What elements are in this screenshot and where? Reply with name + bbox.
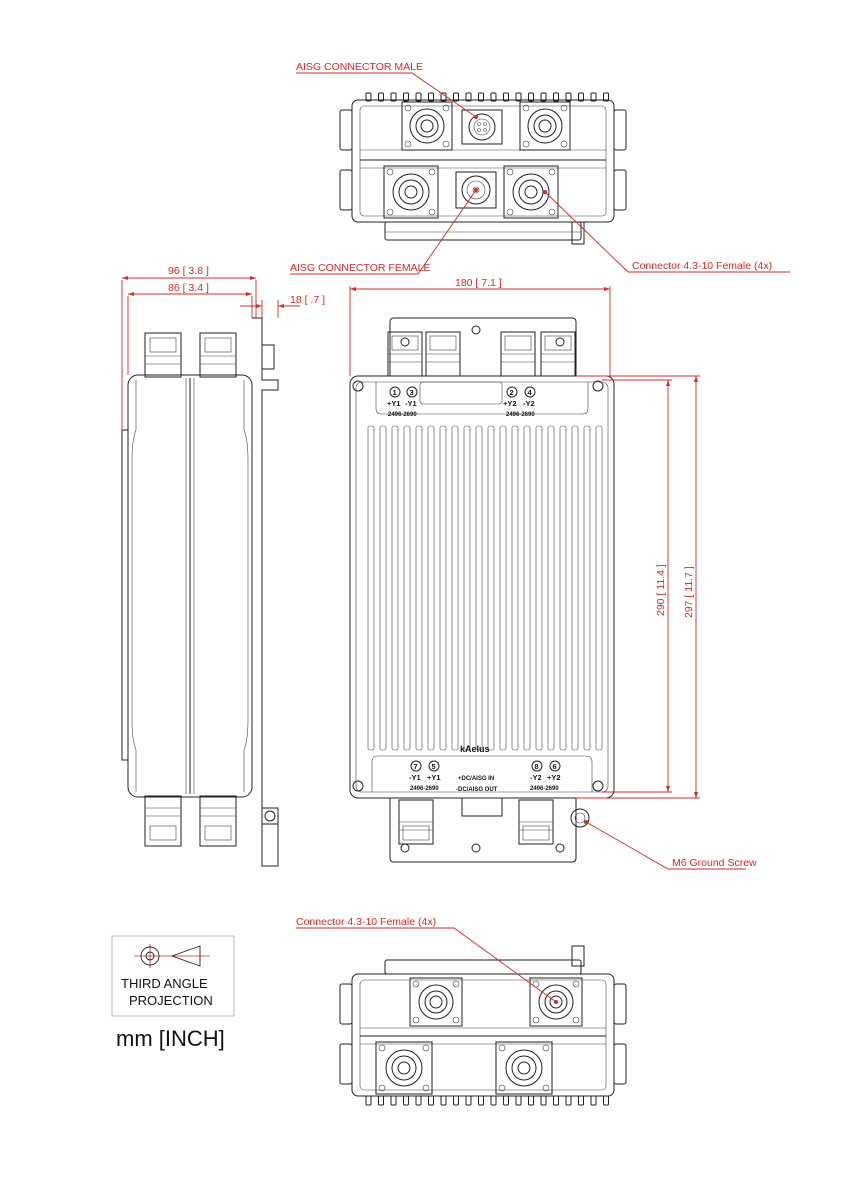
aisg-male-label: AISG CONNECTOR MALE — [296, 61, 423, 73]
connector-top-bottom-left — [383, 165, 439, 219]
port-8-num: 8 — [535, 762, 539, 771]
port-4-num: 4 — [528, 388, 533, 397]
freq-bottom-right: 2496-2690 — [530, 786, 559, 792]
bottom-connector-upper-right — [529, 977, 583, 1027]
connector-top-label: Connector 4.3-10 Female (4x) — [632, 260, 772, 272]
connector-top-right — [519, 101, 571, 151]
bracket-dim: 18 [ .7 ] — [290, 294, 325, 306]
ground-screw-label: M6 Ground Screw — [672, 857, 757, 869]
freq-bottom-left: 2496-2690 — [410, 786, 439, 792]
connector-top-bottom-right — [503, 165, 559, 219]
front-connector-top-2 — [425, 331, 461, 377]
projection-line2: PROJECTION — [129, 993, 213, 1008]
depth-overall-dim: 96 [ 3.8 ] — [168, 265, 209, 277]
units-label: mm [INCH] — [116, 1026, 225, 1051]
top-view — [339, 92, 627, 245]
brand-logo: kAelus — [460, 744, 490, 754]
bottom-connector-lower-left — [375, 1041, 433, 1095]
aisg-male-connector — [461, 109, 503, 145]
width-dim: 180 [ 7.1 ] — [455, 277, 502, 289]
bottom-view — [339, 945, 627, 1106]
port-7-num: 7 — [414, 762, 418, 771]
height-body-dim: 290 [ 11.4 ] — [655, 564, 667, 616]
side-connector-top-right — [199, 332, 237, 378]
bottom-connector-lower-right — [495, 1041, 553, 1095]
side-connector-bottom-right — [199, 795, 237, 847]
freq-top-right: 2496-2690 — [506, 412, 535, 418]
dc-in-label: +DC/AISG IN — [458, 776, 494, 782]
front-connector-bottom-1 — [398, 799, 434, 845]
side-view — [121, 317, 279, 867]
front-connector-top-3 — [500, 331, 536, 377]
port-6-num: 6 — [553, 762, 557, 771]
bottom-port-labels: 7 -Y1 5 +Y1 2496-2690 +DC/AISG IN -DC/AI… — [409, 760, 561, 793]
dc-out-label: -DC/AISG OUT — [456, 787, 498, 793]
port-2-sign: +Y2 — [503, 399, 517, 408]
side-connector-top-left — [144, 332, 182, 378]
aisg-female-connector — [455, 171, 497, 209]
port-3-sign: -Y1 — [405, 399, 417, 408]
port-8-sign: -Y2 — [530, 773, 542, 782]
top-port-labels: 1 +Y1 3 -Y1 2496-2690 2 +Y2 4 -Y2 2496-2… — [387, 386, 536, 418]
connector-bottom-label: Connector 4.3-10 Female (4x) — [296, 916, 436, 928]
side-connector-bottom-left — [144, 795, 182, 847]
port-6-sign: +Y2 — [547, 773, 561, 782]
height-overall-dim: 297 [ 11.7 ] — [683, 566, 695, 618]
front-view: kAelus — [349, 317, 615, 863]
port-7-sign: -Y1 — [409, 773, 421, 782]
port-3-num: 3 — [410, 388, 414, 397]
projection-symbol: THIRD ANGLE PROJECTION — [111, 935, 235, 1017]
bottom-connector-upper-left — [409, 977, 463, 1027]
aisg-female-label: AISG CONNECTOR FEMALE — [290, 262, 430, 274]
front-connector-top-1 — [387, 331, 423, 377]
depth-body-dim: 86 [ 3.4 ] — [168, 282, 209, 294]
front-dimensions: 180 [ 7.1 ] 290 [ 11.4 ] 297 [ 11.7 ] — [349, 277, 700, 799]
port-5-num: 5 — [432, 762, 436, 771]
port-4-sign: -Y2 — [523, 399, 535, 408]
side-dimensions: 96 [ 3.8 ] 86 [ 3.4 ] 18 [ .7 ] — [121, 265, 325, 430]
ground-screw — [570, 808, 590, 828]
projection-line1: THIRD ANGLE — [121, 976, 208, 991]
front-connector-top-4 — [540, 331, 576, 377]
front-connector-bottom-2 — [518, 799, 554, 845]
port-5-sign: +Y1 — [427, 773, 441, 782]
freq-top-left: 2496-2690 — [388, 412, 417, 418]
port-2-num: 2 — [510, 388, 514, 397]
port-1-num: 1 — [393, 388, 397, 397]
connector-top-left — [401, 101, 453, 151]
port-1-sign: +Y1 — [387, 399, 401, 408]
